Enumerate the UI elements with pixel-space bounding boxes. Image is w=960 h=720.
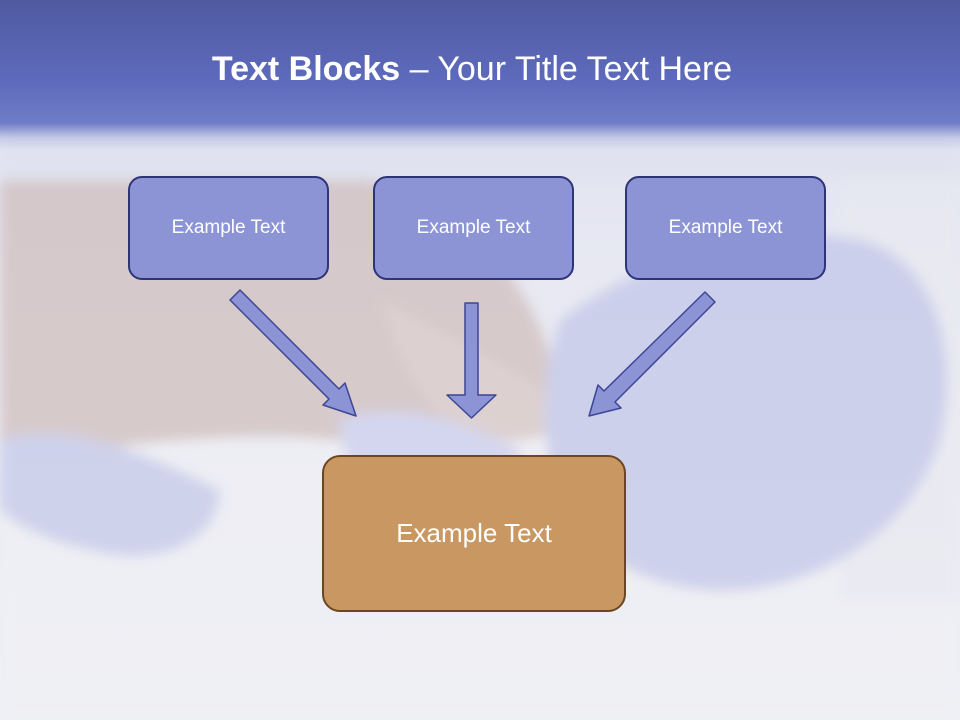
- text-block-1-label: Example Text: [171, 217, 286, 238]
- slide-title: Text Blocks – Your Title Text Here: [0, 50, 944, 89]
- text-block-3-label: Example Text: [668, 217, 783, 238]
- text-block-3[interactable]: Example Text: [625, 176, 826, 280]
- text-block-2-label: Example Text: [416, 217, 531, 238]
- title-bar: [0, 0, 960, 150]
- arrow-right-icon: [588, 291, 716, 417]
- arrow-down-icon: [446, 302, 497, 419]
- title-bold: Text Blocks: [211, 50, 401, 88]
- text-block-2[interactable]: Example Text: [373, 176, 574, 280]
- main-text-block[interactable]: Example Text: [322, 455, 626, 612]
- title-dash: –: [400, 50, 438, 88]
- title-rest: Your Title Text Here: [437, 50, 733, 88]
- arrow-left-icon: [229, 289, 357, 417]
- main-text-block-label: Example Text: [396, 518, 552, 548]
- text-block-1[interactable]: Example Text: [128, 176, 329, 280]
